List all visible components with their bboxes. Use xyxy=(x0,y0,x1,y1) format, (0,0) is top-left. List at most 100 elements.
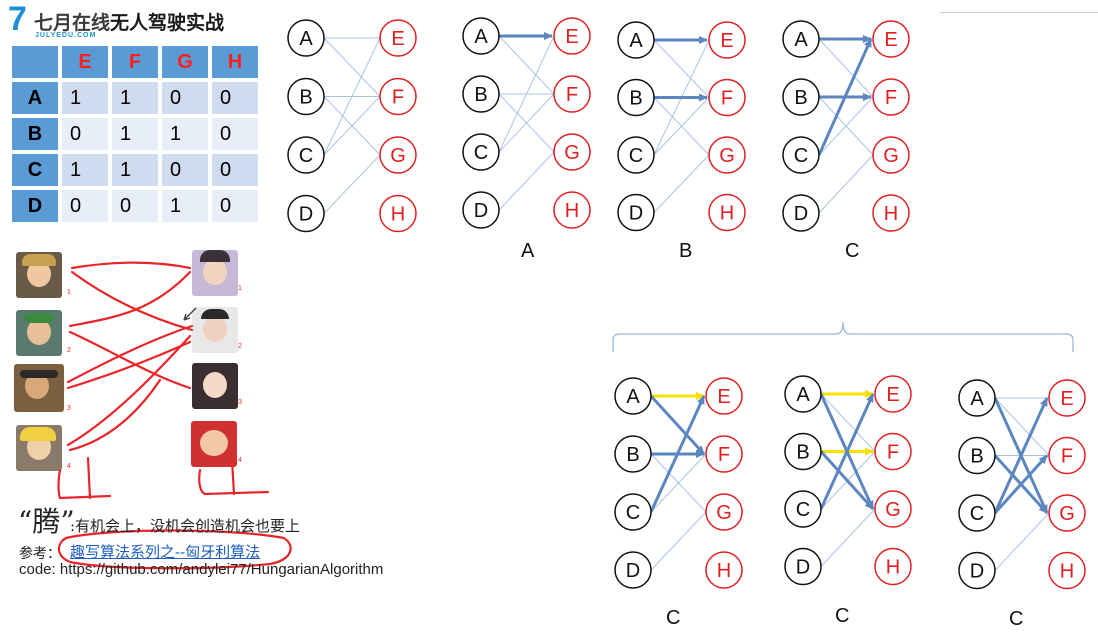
graph-label: A xyxy=(521,240,535,262)
right-node xyxy=(705,493,743,531)
graph-edge xyxy=(498,35,555,153)
right-node xyxy=(553,133,591,171)
left-node xyxy=(614,435,652,473)
left-node-label: B xyxy=(796,442,809,464)
teng-note: :有机会上，没机会创造机会也要上 xyxy=(70,517,301,535)
graph-edge xyxy=(818,154,874,214)
right-node-label: H xyxy=(391,204,405,226)
right-node-label: H xyxy=(884,203,898,225)
left-node-label: A xyxy=(970,388,984,410)
scribble-bracket xyxy=(230,458,236,496)
reference-label: 参考： xyxy=(19,546,61,562)
right-node xyxy=(379,19,417,57)
left-node xyxy=(784,490,822,528)
left-node xyxy=(287,194,325,233)
right-node-label: H xyxy=(720,203,734,225)
right-node xyxy=(379,77,417,116)
right-node-label: E xyxy=(391,28,404,50)
left-node-label: D xyxy=(629,203,643,225)
group-brace xyxy=(612,321,1074,352)
scribble-bracket xyxy=(86,456,92,500)
scribble-line xyxy=(66,334,192,447)
left-node-label: A xyxy=(794,29,808,51)
right-node-label: F xyxy=(721,88,733,110)
matrix-cell: 0 xyxy=(212,190,258,222)
matrix-cell: 0 xyxy=(212,154,258,186)
left-node xyxy=(287,77,325,116)
top-divider xyxy=(940,12,1098,13)
logo-brand: 七月在线 xyxy=(34,12,111,34)
right-node-label: H xyxy=(886,557,900,579)
right-node-label: G xyxy=(719,145,735,167)
matched-edge xyxy=(817,38,873,156)
right-node xyxy=(874,490,912,528)
right-node-label: G xyxy=(883,145,899,167)
matrix-cell: 1 xyxy=(62,82,108,114)
left-node xyxy=(462,75,500,113)
matrix-cell: 1 xyxy=(162,118,208,150)
left-node xyxy=(782,194,820,232)
avatar-right-3 xyxy=(192,363,238,409)
logo-domain: JULYEDU.COM xyxy=(35,32,97,39)
graph-edge xyxy=(820,508,876,567)
matrix-cell: 0 xyxy=(162,154,208,186)
avatar-tag: 4 xyxy=(67,463,71,470)
left-node xyxy=(958,551,996,590)
matrix-row-header: A xyxy=(12,82,58,114)
left-node xyxy=(614,377,652,415)
avatar-tag: 2 xyxy=(67,347,71,354)
right-node-label: E xyxy=(565,26,578,48)
right-node-label: H xyxy=(1060,561,1074,583)
avatar-tag: 1 xyxy=(238,285,242,292)
left-node xyxy=(287,136,325,174)
avatar-left-4 xyxy=(16,425,62,471)
avatar-tag: 3 xyxy=(238,399,242,406)
graph-edge xyxy=(650,511,707,571)
right-node-label: G xyxy=(885,499,901,521)
matched-edge xyxy=(819,393,875,510)
right-node-label: F xyxy=(566,84,578,106)
left-node xyxy=(617,193,655,232)
scribble-line xyxy=(68,270,192,328)
left-node xyxy=(462,191,500,229)
avatar-left-3 xyxy=(14,364,64,412)
matrix-cell: 0 xyxy=(62,190,108,222)
right-node-label: F xyxy=(1061,446,1073,468)
brand-logo: 7 七月在线无人驾驶实战 JULYEDU.COM xyxy=(8,0,258,44)
matrix-col-header: G xyxy=(162,46,208,78)
scribble-line xyxy=(66,324,194,384)
scribble-line xyxy=(70,261,192,270)
left-node-label: C xyxy=(794,145,808,167)
left-node-label: A xyxy=(299,28,313,50)
matrix-cell: 1 xyxy=(112,154,158,186)
right-node xyxy=(872,78,910,116)
reference-link[interactable]: 趣写算法系列之--匈牙利算法 xyxy=(70,543,261,561)
cursor-icon xyxy=(183,307,197,321)
left-node-label: D xyxy=(794,203,808,225)
matrix-corner xyxy=(12,46,58,78)
graph-edge xyxy=(820,393,876,452)
avatar-tag: 3 xyxy=(67,405,71,412)
left-node-label: A xyxy=(796,384,810,406)
right-node xyxy=(705,551,743,589)
matched-edge xyxy=(649,394,706,456)
matched-edge xyxy=(649,395,706,513)
right-node xyxy=(872,136,910,174)
matrix-cell: 1 xyxy=(62,154,108,186)
scribble-bracket xyxy=(57,468,112,500)
right-node xyxy=(705,435,743,473)
avatar-left-2 xyxy=(16,310,62,356)
graph-edge xyxy=(994,512,1050,571)
avatar-tag: 4 xyxy=(238,457,242,464)
left-node-label: D xyxy=(299,204,313,226)
right-node-label: F xyxy=(887,442,899,464)
right-node xyxy=(705,377,743,415)
matrix-col-header: H xyxy=(212,46,258,78)
graph-edge xyxy=(818,96,874,156)
left-node-label: C xyxy=(626,502,640,524)
matrix-row: C 1 1 0 0 xyxy=(12,154,258,186)
left-node-label: B xyxy=(970,446,983,468)
matrix-cell: 0 xyxy=(162,82,208,114)
